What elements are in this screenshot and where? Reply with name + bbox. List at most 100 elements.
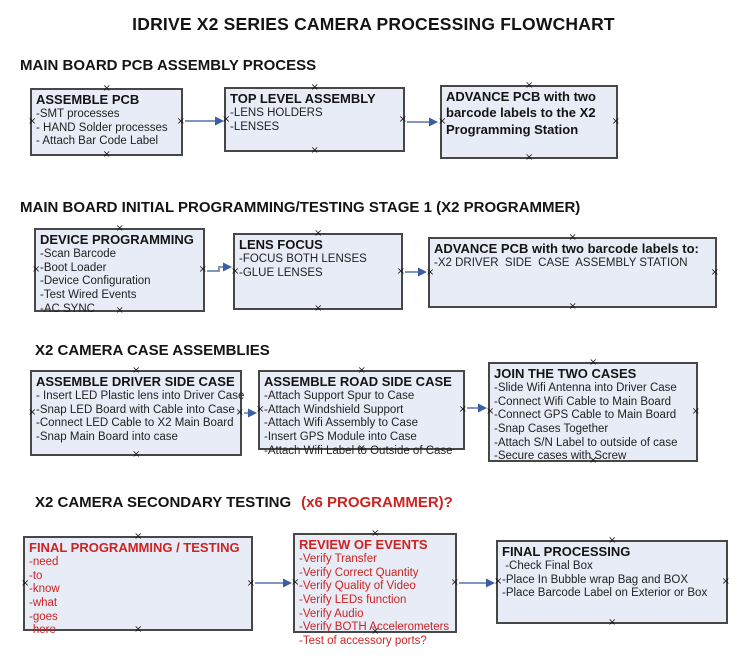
flow-box-assemble-pcb: ASSEMBLE PCB -SMT processes- HAND Solder… (28, 84, 185, 160)
anchor-handle-bottom: × (314, 303, 323, 314)
box-title: JOIN THE TWO CASES (494, 366, 637, 381)
box-title: ASSEMBLE ROAD SIDE CASE (264, 374, 452, 389)
anchor-handle-bottom: × (102, 149, 111, 160)
box-item: -Attach Wifi Label to Outside of Case (264, 444, 453, 457)
box-title: ASSEMBLE DRIVER SIDE CASE (36, 374, 235, 389)
box-item: -Attach S/N Label to outside of case (494, 436, 678, 449)
box-title: FINAL PROGRAMMING / TESTING (29, 540, 240, 555)
anchor-handle-bottom: × (132, 449, 141, 460)
box-item: -FOCUS BOTH LENSES (239, 253, 367, 266)
box-item: -know (29, 583, 60, 596)
box-title: REVIEW OF EVENTS (299, 537, 428, 552)
box-title: TOP LEVEL ASSEMBLY (230, 91, 376, 106)
flow-box-advance-pcb-driver-side: ADVANCE PCB with two barcode labels to: … (426, 233, 719, 312)
box-items: -need-to-know-what-goes-here (29, 556, 247, 637)
page-title: IDRIVE X2 SERIES CAMERA PROCESSING FLOWC… (132, 14, 615, 34)
box-item: - Insert LED Plastic lens into Driver Ca… (36, 390, 245, 403)
box-item: -Verify Transfer (299, 553, 377, 566)
box-title: DEVICE PROGRAMMING (40, 232, 194, 247)
anchor-handle-bottom: × (525, 152, 534, 163)
box-items: -LENS HOLDERS-LENSES (230, 107, 399, 134)
box-item: -Scan Barcode (40, 248, 117, 261)
box-items: -X2 DRIVER SIDE CASE ASSEMBLY STATION (434, 257, 711, 271)
anchor-handle-right: × (710, 266, 719, 278)
box-item: -Place In Bubble wrap Bag and BOX (502, 573, 689, 586)
box-item: -Place Barcode Label on Exterior or Box (502, 587, 708, 600)
box-item: -Check Final Box (502, 560, 593, 573)
flow-box-device-programming: DEVICE PROGRAMMING -Scan Barcode-Boot Lo… (32, 224, 207, 316)
box-item: -SMT processes (36, 108, 120, 121)
box-item: -Boot Loader (40, 261, 107, 274)
box-items: -Scan Barcode-Boot Loader-Device Configu… (40, 248, 199, 316)
box-items: -FOCUS BOTH LENSES-GLUE LENSES (239, 253, 397, 280)
box-item: -Verify LEDs function (299, 593, 407, 606)
box-item: -goes (29, 610, 58, 623)
box-item: -Test Wired Events (40, 288, 137, 301)
box-items: - Insert LED Plastic lens into Driver Ca… (36, 390, 245, 444)
connector-arrow (244, 408, 257, 418)
anchor-handle-right: × (176, 116, 185, 127)
connector-arrow (407, 117, 438, 127)
box-item: -here (29, 624, 56, 637)
box-item: -Verify BOTH Accelerometers (299, 621, 450, 634)
box-item: -Test of accessory ports? (299, 634, 427, 647)
box-item: -GLUE LENSES (239, 266, 323, 279)
box-item: -to (29, 569, 43, 582)
box-item: -Attach Windshield Support (264, 403, 404, 416)
anchor-handle-bottom: × (310, 145, 319, 156)
box-item: -Device Configuration (40, 275, 151, 288)
flow-box-lens-focus: LENS FOCUS -FOCUS BOTH LENSES-GLUE LENSE… (231, 229, 405, 314)
box-item: - HAND Solder processes (36, 121, 168, 134)
box-item: -need (29, 556, 59, 569)
flow-box-assemble-road-side-case: ASSEMBLE ROAD SIDE CASE -Attach Support … (256, 366, 467, 457)
box-item: -Verify Audio (299, 607, 364, 620)
box-items: -Check Final Box-Place In Bubble wrap Ba… (502, 560, 722, 601)
anchor-handle-right: × (450, 577, 459, 588)
box-item: -Snap LED Board with Cable into Case (36, 403, 235, 416)
box-item: -Snap Cases Together (494, 422, 609, 435)
anchor-handle-right: × (235, 407, 244, 418)
anchor-handle-right: × (198, 264, 207, 275)
section-heading-initial-programming: MAIN BOARD INITIAL PROGRAMMING/TESTING S… (20, 199, 581, 216)
anchor-handle-bottom: × (608, 617, 617, 628)
section-heading-secondary-testing-red: (x6 PROGRAMMER)? (301, 494, 453, 511)
anchor-handle-right: × (246, 577, 255, 589)
box-items: -Attach Support Spur to Case-Attach Wind… (264, 390, 459, 458)
box-items: -Slide Wifi Antenna into Driver Case-Con… (494, 382, 692, 463)
anchor-handle-bottom: × (568, 301, 577, 312)
box-item: -Verify Quality of Video (299, 580, 416, 593)
anchor-handle-right: × (721, 576, 730, 587)
flow-box-top-level-assembly: TOP LEVEL ASSEMBLY -LENS HOLDERS-LENSES … (222, 83, 407, 156)
anchor-handle-right: × (611, 116, 620, 127)
anchor-handle-right: × (396, 265, 405, 277)
box-items: -SMT processes- HAND Solder processes- A… (36, 108, 177, 149)
flow-box-review-of-events: REVIEW OF EVENTS -Verify Transfer-Verify… (291, 529, 459, 647)
box-item: -Attach Wifi Assembly to Case (264, 417, 419, 430)
box-items: -Verify Transfer-Verify Correct Quantity… (299, 553, 451, 648)
flow-box-join-the-two-cases: JOIN THE TWO CASES -Slide Wifi Antenna i… (486, 358, 700, 466)
flow-box-final-processing: FINAL PROCESSING -Check Final Box-Place … (494, 536, 730, 628)
flow-box-assemble-driver-side-case: ASSEMBLE DRIVER SIDE CASE - Insert LED P… (28, 366, 245, 460)
box-item: -Insert GPS Module into Case (264, 430, 417, 443)
box-item: -LENSES (230, 120, 280, 133)
connector-arrow (185, 116, 224, 126)
box-item: -Slide Wifi Antenna into Driver Case (494, 382, 677, 395)
box-item: -what (29, 596, 58, 609)
connector-arrow (467, 403, 487, 413)
box-item: -Connect LED Cable to X2 Main Board (36, 417, 234, 430)
box-title: LENS FOCUS (239, 237, 323, 252)
box-item: -Secure cases with Screw (494, 450, 627, 463)
anchor-handle-right: × (398, 113, 407, 125)
box-item: -Attach Support Spur to Case (264, 390, 415, 403)
section-heading-case-assemblies: X2 CAMERA CASE ASSEMBLIES (35, 342, 270, 359)
anchor-handle-right: × (691, 406, 700, 417)
connector-arrow (405, 267, 427, 277)
box-item: -LENS HOLDERS (230, 107, 323, 120)
section-heading-secondary-testing: X2 CAMERA SECONDARY TESTING (x6 PROGRAMM… (35, 494, 453, 511)
box-item: -Connect Wifi Cable to Main Board (494, 395, 672, 408)
box-item: -Connect GPS Cable to Main Board (494, 409, 677, 422)
connector-arrow (255, 578, 292, 588)
section-heading-pcb-assembly: MAIN BOARD PCB ASSEMBLY PROCESS (20, 57, 317, 74)
box-item: -X2 DRIVER SIDE CASE ASSEMBLY STATION (434, 257, 688, 270)
